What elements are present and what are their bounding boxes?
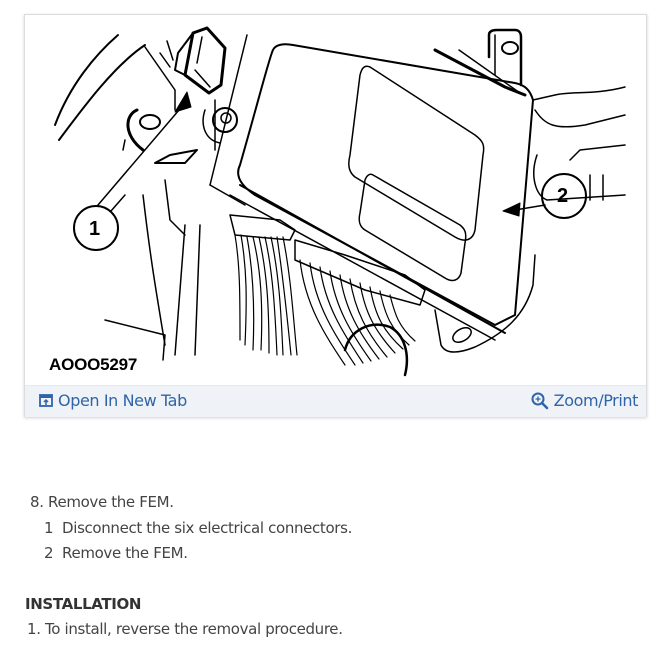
substep-number: 2 <box>44 544 54 562</box>
figure-footer: Open In New Tab Zoom/Print <box>25 385 646 417</box>
installation-step-1: 1. To install, reverse the removal proce… <box>27 620 343 638</box>
callout-1-label: 1 <box>89 218 101 240</box>
substep-text: Remove the FEM. <box>62 544 188 562</box>
zoom-print-link[interactable]: Zoom/Print <box>531 391 638 410</box>
step-number: 1. <box>27 620 41 638</box>
step-number: 8. <box>30 493 44 511</box>
substep-text: Disconnect the six electrical connectors… <box>62 519 352 537</box>
step-text: To install, reverse the removal procedur… <box>45 620 343 638</box>
open-in-new-tab-link[interactable]: Open In New Tab <box>39 391 187 410</box>
substep-1: 1 Disconnect the six electrical connecto… <box>44 519 352 537</box>
figure-card: 1 2 AOOO5297 Open In New Tab Zoom/Print <box>24 14 647 417</box>
open-in-new-tab-label: Open In New Tab <box>58 391 187 410</box>
fem-line-drawing <box>54 26 626 377</box>
installation-heading: INSTALLATION <box>25 595 142 613</box>
substep-2: 2 Remove the FEM. <box>44 544 188 562</box>
zoom-print-label: Zoom/Print <box>553 391 639 410</box>
step-text: Remove the FEM. <box>48 493 174 511</box>
callout-2-label: 2 <box>557 185 569 207</box>
open-new-tab-icon <box>39 394 53 407</box>
step-8: 8. Remove the FEM. <box>30 493 174 511</box>
fem-diagram: 1 2 AOOO5297 <box>25 15 646 385</box>
zoom-in-icon <box>531 392 548 409</box>
figure-id: AOOO5297 <box>49 355 138 374</box>
substep-number: 1 <box>44 519 54 537</box>
